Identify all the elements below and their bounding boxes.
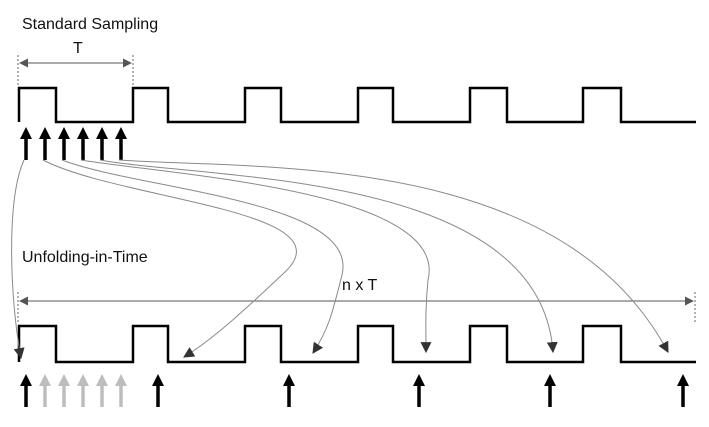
sample-arrow <box>77 127 89 160</box>
faded-sample-arrow <box>77 374 89 407</box>
period-label: T <box>73 40 83 57</box>
unfolded-sample-arrows <box>20 374 689 407</box>
sample-arrow <box>39 127 51 160</box>
mapping-curve-2 <box>42 159 297 358</box>
sample-arrow <box>283 374 295 407</box>
standard-sampling-title: Standard Sampling <box>22 16 158 33</box>
sample-arrow <box>544 374 556 407</box>
mapping-curve-6 <box>118 159 669 353</box>
mapping-curve-5 <box>99 159 558 354</box>
sample-arrow <box>20 374 32 407</box>
unfolded-clock-waveform <box>17 324 696 364</box>
sample-arrow <box>413 374 425 407</box>
sample-arrow <box>58 127 70 160</box>
faded-sample-arrow <box>58 374 70 407</box>
mapping-curve-4 <box>80 159 432 354</box>
standard-sample-arrows <box>20 127 127 160</box>
span-label: n x T <box>342 277 378 294</box>
sample-arrow <box>152 374 164 407</box>
sample-arrow <box>96 127 108 160</box>
faded-sample-arrow <box>39 374 51 407</box>
sample-arrow <box>20 127 32 160</box>
mapping-curve-3 <box>61 159 344 354</box>
unfolding-title: Unfolding-in-Time <box>22 249 148 266</box>
faded-sample-arrow <box>115 374 127 407</box>
faded-sample-arrow <box>96 374 108 407</box>
mapping-curve-1 <box>11 159 25 360</box>
sample-arrow <box>677 374 689 407</box>
mapping-curves <box>11 159 669 360</box>
standard-clock-waveform <box>17 86 696 124</box>
sample-arrow <box>115 127 127 160</box>
